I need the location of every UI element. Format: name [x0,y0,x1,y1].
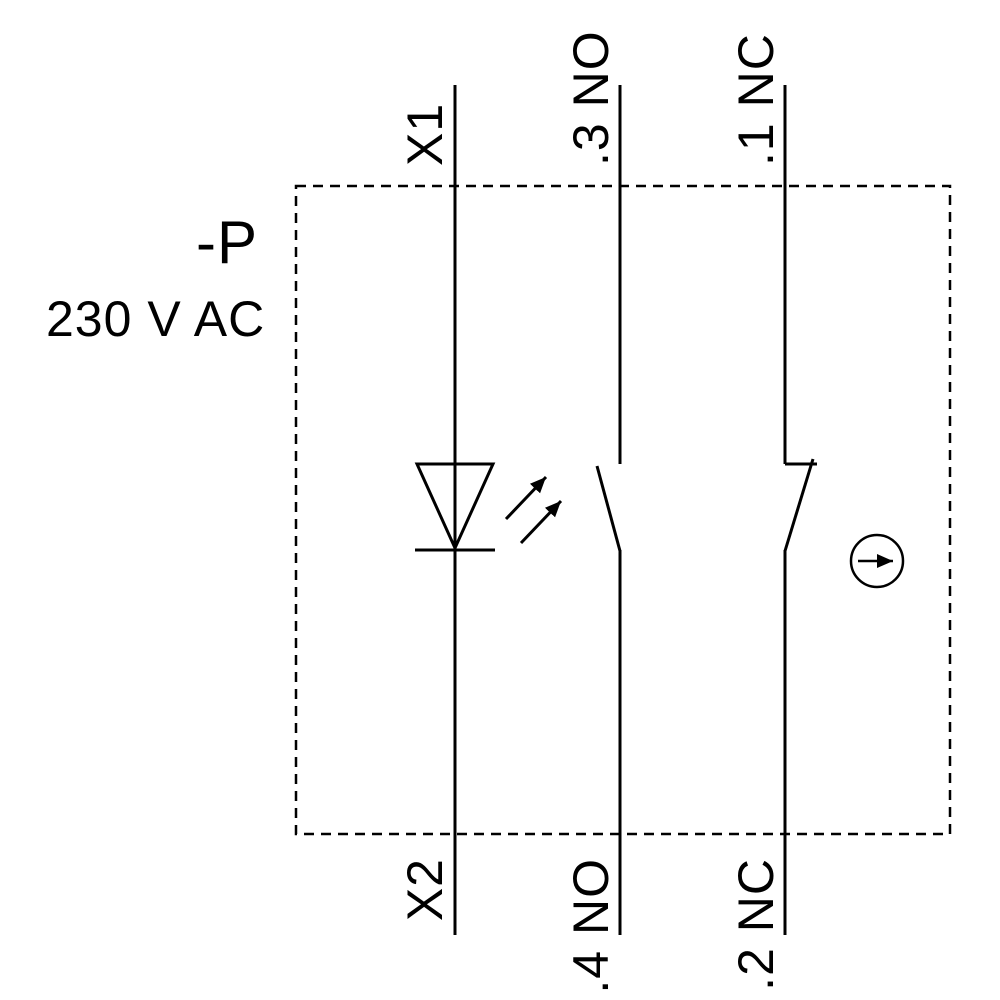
no-contact-moving-blade [595,465,622,552]
component-boundary [294,184,952,836]
led-indicator-icon [414,462,563,552]
terminal-label-x2: X2 [397,858,453,921]
actuator-circle [849,533,905,589]
led-emission-arrow-1 [504,475,548,521]
lamp-branch: X1 X2 [397,85,563,935]
voltage-rating-label: 230 V AC [46,291,265,347]
nc-contact-branch: .1 NC .2 NC [728,33,817,991]
no-contact-icon [595,465,622,552]
terminal-label-4no: .4 NO [563,858,619,994]
led-emission-arrow-2 [519,499,563,545]
actuator-arrow-icon [849,533,905,589]
led-triangle [414,462,496,552]
terminal-label-2nc: .2 NC [728,858,784,991]
nc-contact-moving-blade [783,458,815,552]
no-contact-branch: .3 NO .4 NO [563,30,622,994]
terminal-label-x1: X1 [397,103,453,166]
nc-contact-icon [783,458,817,552]
component-labels: -P 230 V AC [46,209,265,347]
terminal-label-3no: .3 NO [563,30,619,166]
terminal-label-1nc: .1 NC [728,33,784,166]
device-designation-label: -P [196,209,258,276]
